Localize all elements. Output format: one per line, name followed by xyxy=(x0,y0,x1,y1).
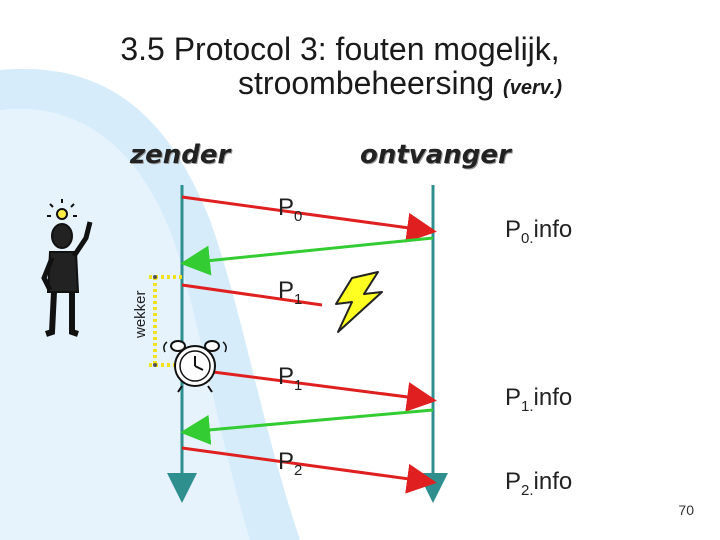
timer-label: wekker xyxy=(132,290,149,338)
data-arrow-p1-lost xyxy=(181,283,323,307)
delivery-label: P0.info xyxy=(505,216,573,247)
receiver-label: ontvanger xyxy=(360,140,511,170)
data-arrow-p2 xyxy=(181,446,437,494)
timer-bracket xyxy=(149,275,182,367)
packet-label: P0 xyxy=(278,194,303,225)
person-idea-icon xyxy=(41,199,93,337)
slide-title-main: stroombeheersing xyxy=(238,65,495,101)
sender-label: zender xyxy=(130,140,231,170)
lightning-bolt-icon xyxy=(335,271,383,333)
packet-label: P1 xyxy=(278,277,303,308)
delivery-label: P2.info xyxy=(505,468,573,499)
slide-title-line-2: stroombeheersing (verv.) xyxy=(40,66,720,105)
ack-arrow-1 xyxy=(180,236,434,276)
slide-title-line-1: 3.5 Protocol 3: fouten mogelijk, xyxy=(120,31,560,67)
packet-label: P1 xyxy=(278,363,303,394)
page-number: 70 xyxy=(678,502,694,518)
delivery-label: P1.info xyxy=(505,384,573,415)
data-arrow-p0 xyxy=(181,195,437,243)
data-arrow-p1 xyxy=(181,366,437,412)
alarm-clock-icon xyxy=(163,340,227,393)
packet-label: P2 xyxy=(278,448,303,479)
slide-title-suffix: (verv.) xyxy=(503,77,562,99)
ack-arrow-2 xyxy=(180,408,434,445)
